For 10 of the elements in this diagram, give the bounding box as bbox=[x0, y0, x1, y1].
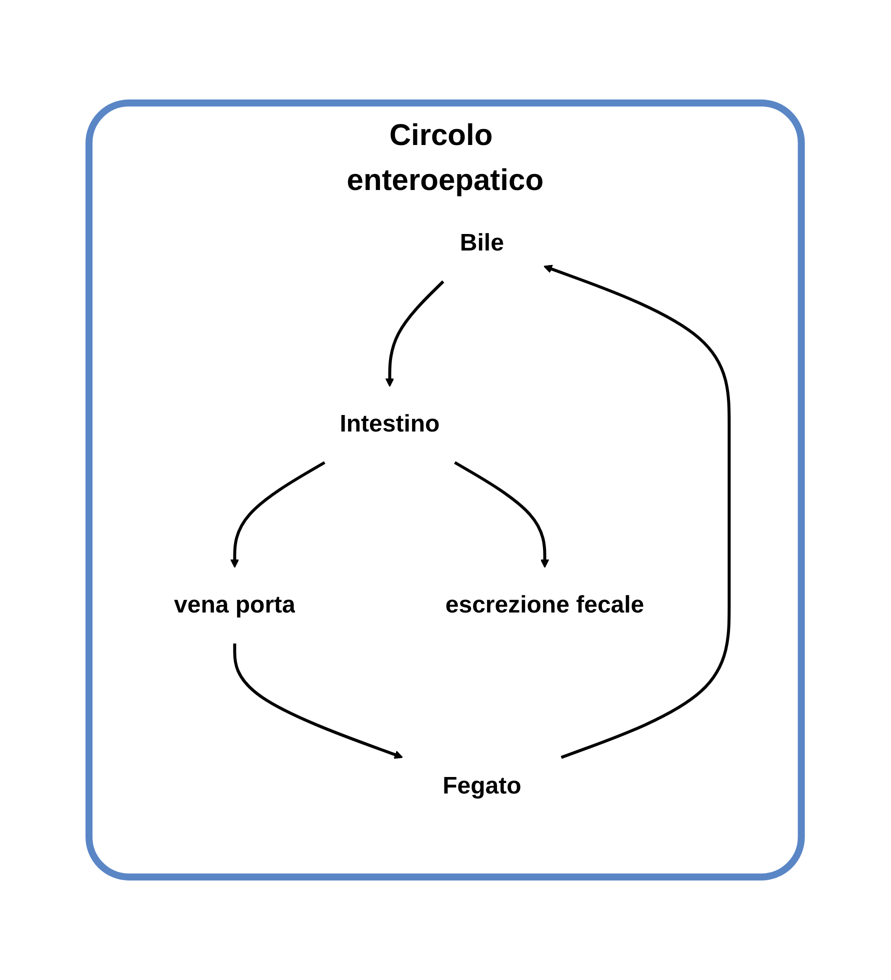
node-text: Bile bbox=[460, 229, 504, 256]
node-text: Fegato bbox=[442, 772, 522, 800]
node-text: Intestino bbox=[340, 410, 440, 438]
arrow bbox=[386, 280, 445, 387]
node-text: vena porta bbox=[174, 591, 296, 618]
arrow bbox=[454, 461, 550, 568]
arrow bbox=[234, 644, 404, 759]
node-text: escrezione fecale bbox=[446, 591, 644, 618]
arrow bbox=[544, 264, 731, 759]
arrow bbox=[230, 461, 326, 568]
